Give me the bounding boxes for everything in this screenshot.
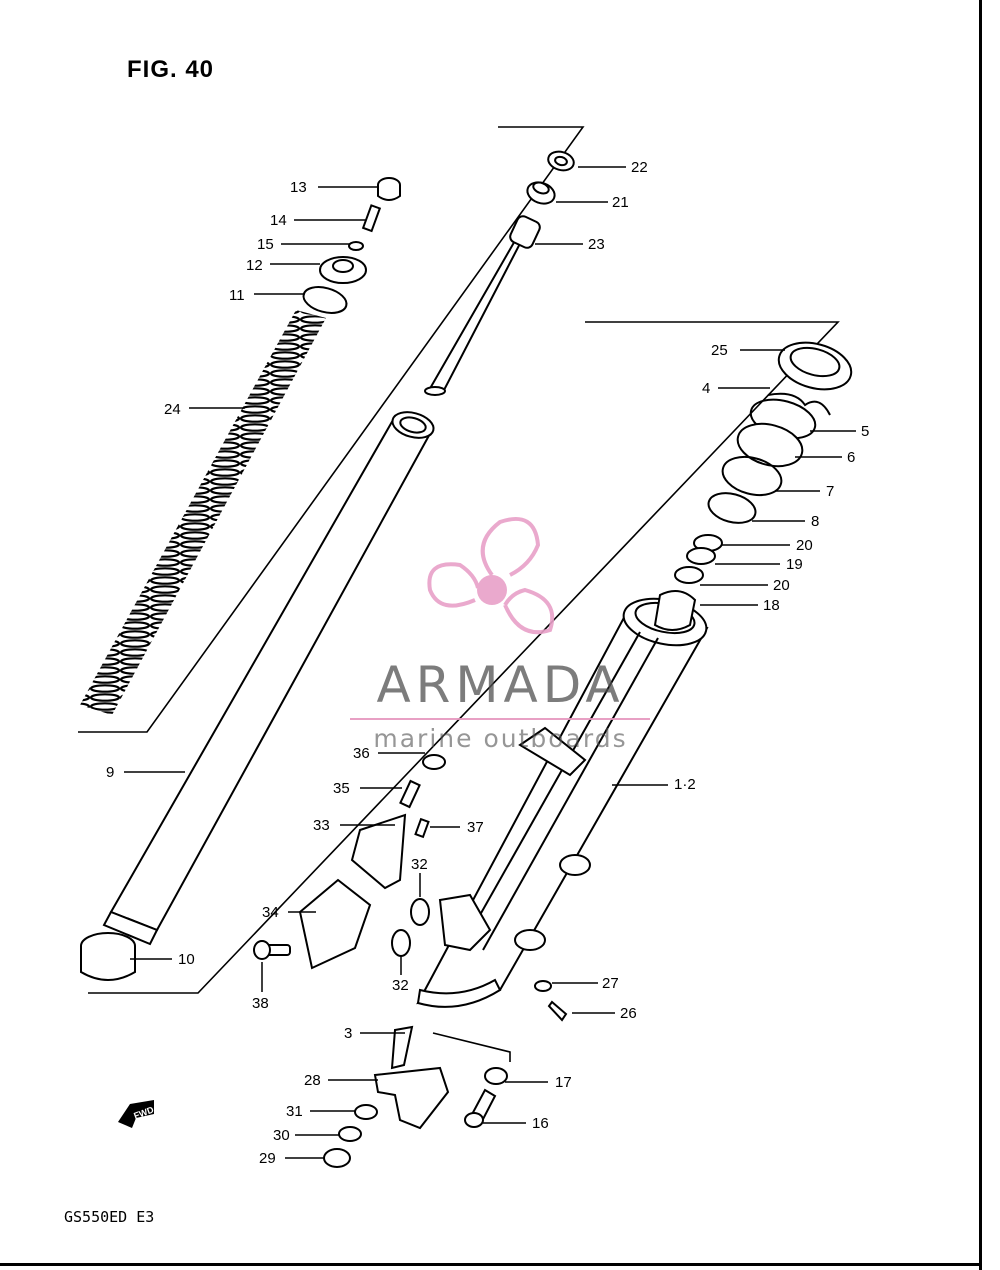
callout-30: 30 — [273, 1127, 290, 1144]
callout-12: 12 — [246, 257, 263, 274]
figure-title: FIG. 40 — [127, 56, 215, 83]
callout-6: 6 — [847, 449, 856, 466]
callout-7: 7 — [826, 483, 835, 500]
callout-35: 35 — [333, 780, 350, 797]
callout-15: 15 — [257, 236, 274, 253]
callout-16: 16 — [532, 1115, 549, 1132]
fork-cap-parts — [302, 177, 401, 314]
callout-17: 17 — [555, 1074, 572, 1091]
bracket-outer-tube-group — [88, 321, 840, 994]
callout-36: 36 — [353, 745, 370, 762]
callout-38: 38 — [252, 995, 269, 1012]
callout-29: 29 — [259, 1150, 276, 1167]
callout-20-lower: 20 — [773, 577, 790, 594]
callout-32-lower: 32 — [392, 977, 409, 994]
callout-20-upper: 20 — [796, 537, 813, 554]
watermark-brand: ARMADA — [376, 656, 625, 714]
callout-26: 26 — [620, 1005, 637, 1022]
group-brackets — [78, 126, 840, 1062]
callout-31: 31 — [286, 1103, 303, 1120]
callout-18: 18 — [763, 597, 780, 614]
callout-19: 19 — [786, 556, 803, 573]
callout-5: 5 — [861, 423, 870, 440]
watermark-subtitle: marine outboards — [373, 724, 628, 753]
callout-1-2: 1·2 — [674, 776, 696, 793]
callout-10: 10 — [178, 951, 195, 968]
callout-11: 11 — [229, 287, 245, 304]
callout-22: 22 — [631, 159, 648, 176]
callout-32-upper: 32 — [411, 856, 428, 873]
inner-tube — [80, 411, 435, 981]
callout-3: 3 — [344, 1025, 353, 1042]
callout-13: 13 — [290, 179, 307, 196]
axle-holder-parts — [323, 980, 568, 1168]
callout-28: 28 — [304, 1072, 321, 1089]
fwd-arrow-icon: FWD — [118, 1100, 156, 1128]
model-code: GS550ED E3 — [64, 1208, 155, 1226]
callout-33: 33 — [313, 817, 330, 834]
leader-lines — [124, 166, 856, 1159]
bracket-axle-holder-group — [432, 1032, 511, 1062]
propeller-logo-icon — [427, 516, 555, 635]
watermark-divider — [350, 718, 650, 720]
callout-34: 34 — [262, 904, 279, 921]
bracket-damper-group — [78, 126, 585, 733]
fork-spring — [80, 310, 326, 715]
callout-9: 9 — [106, 764, 115, 781]
page-border-right — [979, 0, 982, 1270]
page-border-bottom — [0, 1263, 982, 1266]
drain-parts — [253, 754, 446, 970]
callout-25: 25 — [711, 342, 728, 359]
callout-37: 37 — [467, 819, 484, 836]
callout-24: 24 — [164, 401, 181, 418]
seal-stack — [653, 341, 853, 631]
callout-27: 27 — [602, 975, 619, 992]
callout-21: 21 — [612, 194, 629, 211]
outer-tube — [416, 597, 709, 1008]
callout-4: 4 — [702, 380, 711, 397]
callout-14: 14 — [270, 212, 287, 229]
damper-rod — [424, 150, 575, 396]
callout-23: 23 — [588, 236, 605, 253]
callout-8: 8 — [811, 513, 820, 530]
